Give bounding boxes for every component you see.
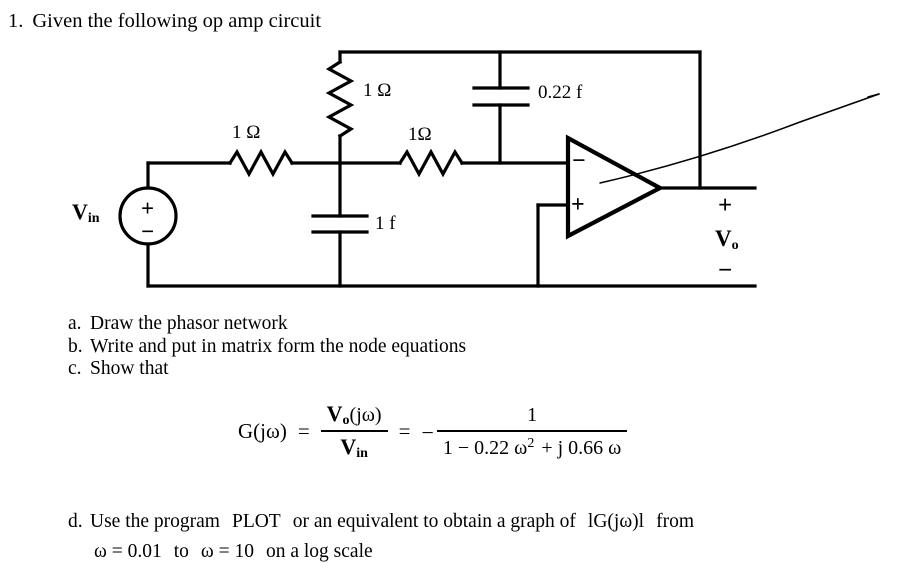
- denominator-exponent: 2: [527, 435, 535, 451]
- range-connector: to: [173, 541, 189, 562]
- source-plus-sign: +: [141, 196, 155, 221]
- part-d-line-2: ω = 0.01 to ω = 10 on a log scale: [68, 537, 694, 567]
- equation-equals-2: =: [398, 419, 411, 443]
- part-d-text-a: Use the program: [90, 511, 220, 532]
- question-text: Given the following op amp circuit: [32, 10, 322, 32]
- shunt-capacitor-label: 1 f: [375, 213, 396, 234]
- feedback-capacitor-label: 0.22 f: [538, 82, 583, 103]
- resistor-mid-1ohm: [397, 148, 465, 178]
- equation-fraction-right: 1 1 − 0.22 ω2 + j 0.66 ω: [436, 403, 628, 460]
- part-d-magnitude-expression: lG(jω)l: [587, 511, 645, 532]
- part-d-text-e: from: [656, 511, 694, 532]
- part-marker-b: b.: [68, 335, 83, 357]
- circuit-svg: [118, 50, 880, 288]
- part-d-line-1: d. Use the program PLOT or an equivalent to…: [68, 507, 694, 537]
- numerator-argument: (jω): [349, 404, 382, 426]
- denominator-subscript: in: [356, 446, 368, 461]
- question-parts-list: a. Draw the phasor network b. Write and pu…: [68, 313, 466, 381]
- fraction-bar-right: [436, 429, 628, 432]
- denominator-v: V: [340, 434, 357, 459]
- list-item: b. Write and put in matrix form the node …: [68, 336, 466, 359]
- handwritten-annotation-stroke: [599, 93, 880, 184]
- list-item: c. Show that: [68, 358, 466, 381]
- part-text-b: Write and put in matrix form the node eq…: [90, 335, 467, 357]
- list-item: a. Draw the phasor network: [68, 313, 466, 336]
- source-minus-sign: −: [141, 219, 155, 244]
- source-label-sub: in: [87, 211, 100, 226]
- transfer-function-equation: G(jω) = Vo(jω) Vin = − 1 1 − 0.22 ω2 + j …: [238, 401, 628, 462]
- part-marker-a: a.: [68, 313, 82, 334]
- handwritten-annotation-tip: [867, 93, 880, 98]
- opamp-inverting-input-sign: −: [572, 148, 586, 174]
- part-d-text-c: or an equivalent to obtain a graph of: [292, 511, 576, 532]
- numerator-subscript: o: [342, 413, 350, 428]
- output-label: Vo: [715, 226, 739, 254]
- input-resistor-label: 1 Ω: [232, 122, 261, 143]
- omega-end-value: ω = 10: [200, 541, 254, 562]
- question-number: 1.: [8, 10, 24, 32]
- part-text-c: Show that: [90, 358, 169, 379]
- omega-start-value: ω = 0.01: [94, 541, 162, 562]
- resistor-input-1ohm: [227, 148, 295, 178]
- question-prompt: 1. Given the following op amp circuit: [8, 8, 321, 34]
- source-label-v: V: [72, 199, 88, 224]
- equation-lhs: G(jω): [238, 419, 287, 443]
- part-d-program-name: PLOT: [231, 511, 281, 532]
- fraction-denominator-left: Vin: [334, 432, 374, 462]
- fraction-numerator-right: 1: [527, 403, 538, 426]
- scale-note: on a log scale: [265, 541, 373, 562]
- numerator-v: V: [326, 401, 343, 426]
- equation-negative-sign: −: [421, 419, 434, 445]
- fraction-numerator-left: Vo(jω): [321, 401, 388, 430]
- opamp-noninverting-input-sign: +: [571, 192, 585, 218]
- part-marker-c: c.: [68, 358, 82, 379]
- source-label: Vin: [72, 199, 100, 227]
- part-marker-d: d.: [68, 511, 83, 532]
- denominator-term-2: + j 0.66 ω: [541, 436, 622, 459]
- mid-resistor-label: 1Ω: [408, 124, 432, 145]
- feedback-resistor-label: 1 Ω: [363, 80, 392, 101]
- equation-equals-1: =: [297, 419, 310, 443]
- denominator-term-1: 1 − 0.22 ω: [442, 436, 528, 459]
- voltage-source-circle: [118, 186, 178, 246]
- fraction-denominator-right: 1 − 0.22 ω2 + j 0.66 ω: [437, 432, 627, 460]
- question-part-d: d. Use the program PLOT or an equivalent to…: [68, 507, 694, 567]
- op-amp-circuit-diagram: + − Vin 1 Ω 1 Ω 1Ω 1 f 0.22 f − + + Vo −: [72, 50, 880, 288]
- resistor-feedback-1ohm: [325, 59, 355, 139]
- equation-fraction-left: Vo(jω) Vin: [320, 401, 388, 462]
- output-minus-sign: −: [718, 257, 733, 284]
- output-label-sub: o: [731, 238, 739, 253]
- opamp-triangle: [565, 134, 665, 240]
- part-text-a: Draw the phasor network: [90, 313, 288, 334]
- output-label-v: V: [715, 226, 732, 251]
- fraction-bar-left: [320, 430, 388, 432]
- output-plus-sign: +: [718, 192, 733, 219]
